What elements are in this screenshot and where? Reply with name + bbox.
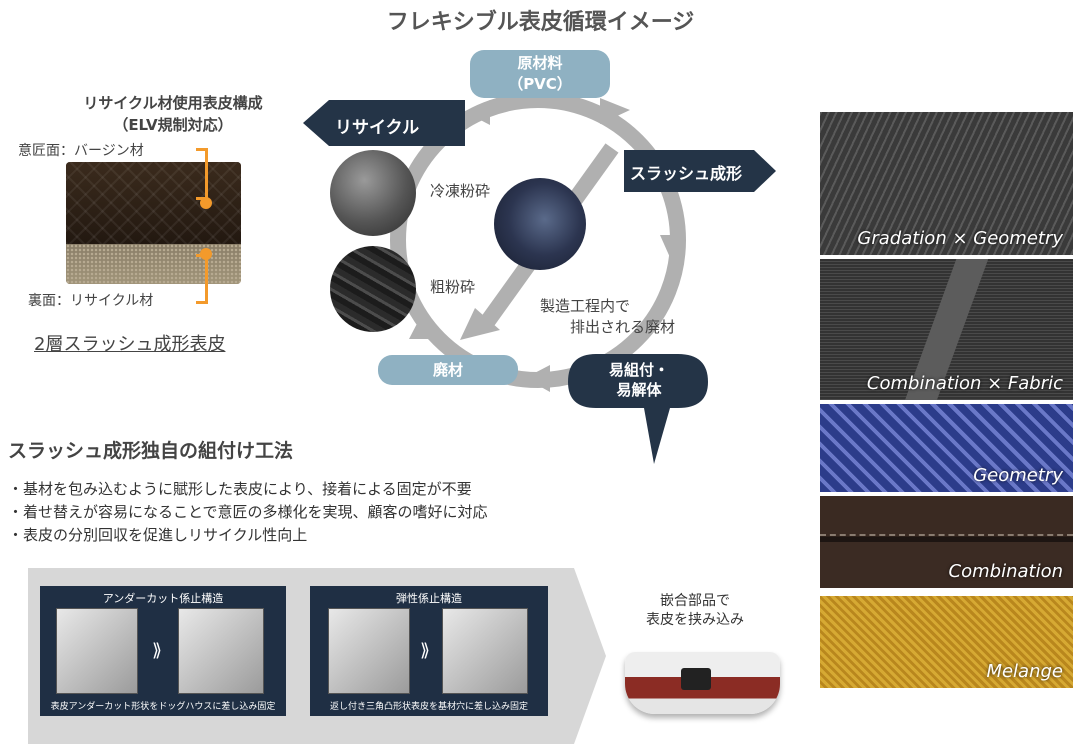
frozen-crush-image <box>330 150 416 236</box>
fitting-part-clip <box>681 668 711 690</box>
scrap-label-line2: 排出される廃材 <box>570 318 676 336</box>
recycle-label: リサイクル <box>335 118 420 138</box>
swatch-melange: Melange <box>820 596 1073 688</box>
fitting-part-image <box>625 652 780 714</box>
undercut-foot: 表皮アンダーカット形状をドッグハウスに差し込み固定 <box>50 702 276 712</box>
undercut-arrow-icon: ⟫ <box>152 640 163 661</box>
method-bullet-2: ・着せ替えが容易になることで意匠の多様化を実現、顧客の嗜好に対応 <box>8 503 488 521</box>
swatch-label-3: Geometry <box>973 465 1063 486</box>
swatch-combination-fabric: Combination × Fabric <box>820 259 1073 400</box>
top-face-bracket <box>196 148 208 200</box>
fit-line2: 表皮を挟み込み <box>646 612 744 628</box>
rough-crush-label: 粗粉砕 <box>430 278 476 296</box>
method-bullet-3: ・表皮の分別回収を促進しリサイクル性向上 <box>8 526 308 544</box>
raw-material-line2: （PVC） <box>508 75 572 93</box>
rough-crush-image <box>330 246 416 332</box>
bottom-face-dot <box>200 248 212 260</box>
swatch-gradation-geometry: Gradation × Geometry <box>820 112 1073 255</box>
freeze-crush-label: 冷凍粉砕 <box>430 182 491 200</box>
arrow-bottom <box>525 365 550 392</box>
raw-material-line1: 原材料 <box>517 54 563 72</box>
arrow-top-left <box>465 100 490 125</box>
fit-line1: 嵌合部品で <box>660 593 730 609</box>
elastic-title: 弾性係止構造 <box>396 592 462 605</box>
composition-heading: リサイクル材使用表皮構成 （ELV規制対応） <box>38 92 308 136</box>
bottom-face-bracket <box>196 254 208 304</box>
undercut-after-image <box>178 608 264 694</box>
swatch-label-2: Combination × Fabric <box>866 373 1063 394</box>
top-face-label: 意匠面：バージン材 <box>18 143 144 159</box>
skin-caption: 2層スラッシュ成形表皮 <box>34 334 226 355</box>
arrow-right <box>660 235 685 262</box>
page-title: フレキシブル表皮循環イメージ <box>386 10 695 35</box>
scrap-label: 製造工程内で 排出される廃材 <box>540 296 675 338</box>
fit-caption: 嵌合部品で 表皮を挟み込み <box>630 592 760 630</box>
swatch-label-5: Melange <box>986 661 1063 682</box>
arrow-top-right <box>600 98 630 124</box>
elastic-foot: 返し付き三角凸形状表皮を基材穴に差し込み固定 <box>329 702 528 712</box>
raw-material-node: 原材料 （PVC） <box>470 50 610 98</box>
elastic-arrow-icon: ⟫ <box>420 640 431 661</box>
swatch-label-1: Gradation × Geometry <box>857 228 1063 249</box>
recycled-layer <box>66 244 241 284</box>
arrow-left <box>409 314 434 339</box>
two-layer-skin-image <box>66 162 241 284</box>
slush-arrow <box>624 150 776 192</box>
top-face-dot <box>200 197 212 209</box>
scrap-label-line1: 製造工程内で <box>540 297 631 315</box>
swatch-combination: Combination <box>820 496 1073 588</box>
elastic-before-image <box>328 608 410 694</box>
swatch-stitch <box>820 534 1073 536</box>
diagonal-arrowhead <box>460 308 500 340</box>
recycle-arrow <box>303 100 465 146</box>
swatch-geometry: Geometry <box>820 404 1073 492</box>
waste-node: 廃材 <box>378 355 518 385</box>
slush-label: スラッシュ成形 <box>630 164 743 183</box>
method-bullet-1: ・基材を包み込むように賦形した表皮により、接着による固定が不要 <box>8 480 472 498</box>
bubble-line1: 易組付・ <box>608 361 669 379</box>
bubble-line2: 易解体 <box>616 381 662 399</box>
undercut-title: アンダーカット係止構造 <box>102 592 224 605</box>
assembly-bubble <box>568 354 708 464</box>
composition-heading-line2: （ELV規制対応） <box>113 116 233 134</box>
swatch-label-4: Combination <box>948 561 1063 582</box>
virgin-layer <box>66 162 241 244</box>
elastic-panel: 弾性係止構造 ⟫ 返し付き三角凸形状表皮を基材穴に差し込み固定 <box>310 586 548 716</box>
scrap-material-image <box>494 178 586 270</box>
undercut-panel: アンダーカット係止構造 ⟫ 表皮アンダーカット形状をドッグハウスに差し込み固定 <box>40 586 286 716</box>
bottom-face-label: 裏面：リサイクル材 <box>28 293 154 309</box>
elastic-after-image <box>442 608 528 694</box>
undercut-before-image <box>56 608 138 694</box>
composition-heading-line1: リサイクル材使用表皮構成 <box>83 94 263 112</box>
method-heading: スラッシュ成形独自の組付け工法 <box>8 440 294 462</box>
assembly-bubble-text: 易組付・ 易解体 <box>576 360 702 400</box>
